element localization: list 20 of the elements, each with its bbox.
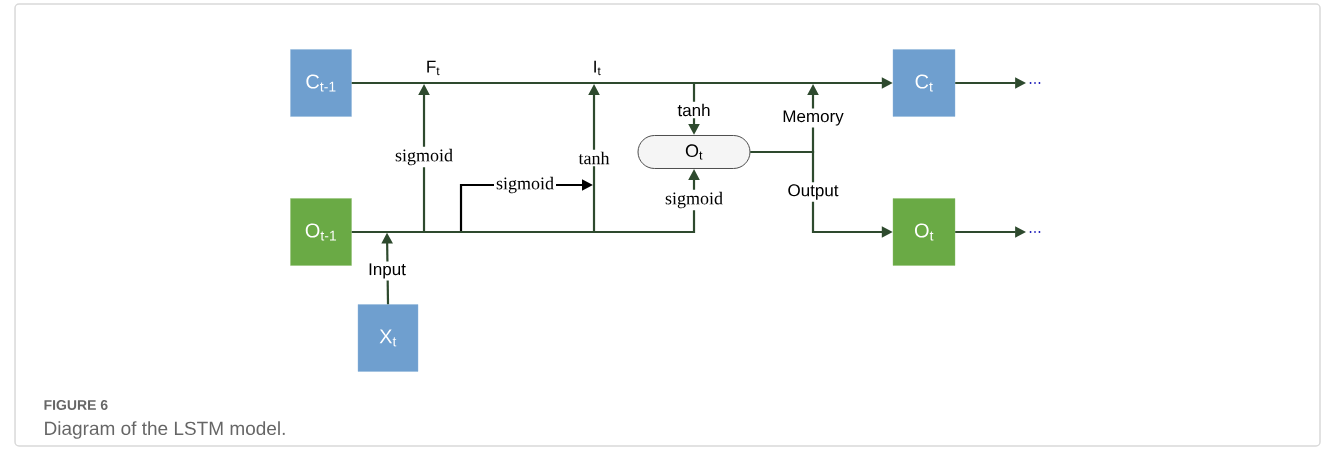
figure-number: FIGURE 6: [44, 400, 108, 410]
ellipsis-text: ...: [1029, 231, 1041, 233]
caption: Diagram of the LSTM model.: [45, 421, 285, 439]
gate-label: I$_{t}$: [594, 60, 601, 76]
gate-label: F$_{t}$: [427, 60, 440, 76]
function-label: sigmoid: [393, 146, 455, 168]
state-box: C$_{t}$: [892, 49, 956, 117]
state-box: X$_{t}$: [357, 304, 419, 372]
ellipsis-text: ...: [1029, 82, 1041, 84]
state-box: C$_{t-1}$: [290, 49, 352, 117]
gate-pill: O$_{t}$: [637, 135, 751, 169]
function-label: tanh: [576, 149, 612, 167]
edge-label: sigmoid: [663, 189, 725, 211]
edge-label: Input: [366, 261, 408, 281]
function-label: sigmoid: [494, 174, 556, 196]
edge-label: Memory: [780, 108, 846, 128]
state-box: O$_{t-1}$: [290, 198, 352, 266]
state-box: O$_{t}$: [892, 198, 956, 266]
edge-label: tanh: [675, 101, 713, 119]
edge-label: Output: [785, 182, 841, 202]
